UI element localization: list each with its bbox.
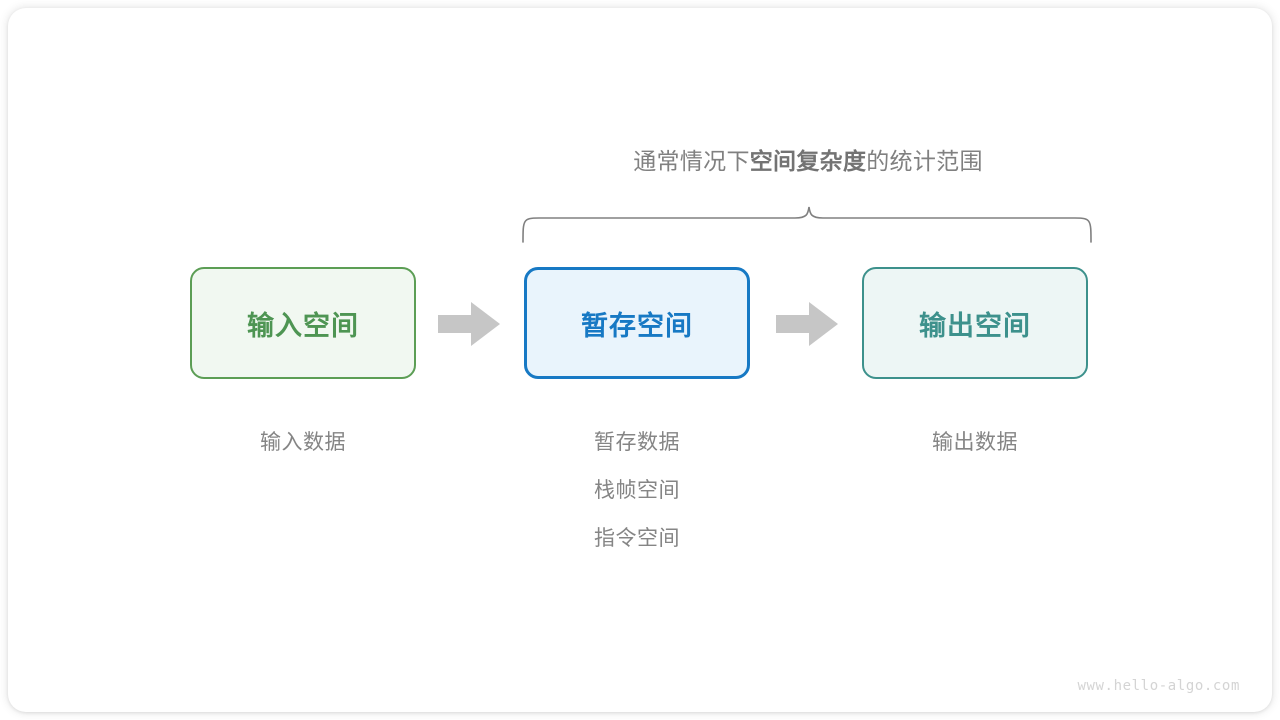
box-temp-space[interactable]: 暂存空间: [524, 267, 750, 379]
brace-caption-prefix: 通常情况下: [633, 148, 750, 174]
caption-line: 暂存数据: [594, 431, 680, 454]
caption-line: 输出数据: [932, 431, 1018, 454]
brace-caption-suffix: 的统计范围: [866, 148, 983, 174]
caption-line: 栈帧空间: [594, 479, 680, 502]
box-output-space[interactable]: 输出空间: [862, 267, 1088, 379]
caption-line: 输入数据: [260, 431, 346, 454]
caption-line: 指令空间: [594, 527, 680, 550]
caption-output-space: 输出数据: [862, 419, 1088, 467]
brace-caption: 通常情况下空间复杂度的统计范围: [520, 144, 1096, 178]
watermark: www.hello-algo.com: [1077, 678, 1240, 694]
brace-caption-emphasis: 空间复杂度: [749, 148, 867, 174]
arrow-temp-to-output-icon: [776, 301, 838, 347]
caption-temp-space: 暂存数据 栈帧空间 指令空间: [524, 419, 750, 563]
curly-brace-icon: [522, 206, 1092, 243]
curly-brace: [505, 196, 1105, 256]
caption-input-space: 输入数据: [190, 419, 416, 467]
box-input-space[interactable]: 输入空间: [190, 267, 416, 379]
arrow-input-to-temp-icon: [438, 301, 500, 347]
